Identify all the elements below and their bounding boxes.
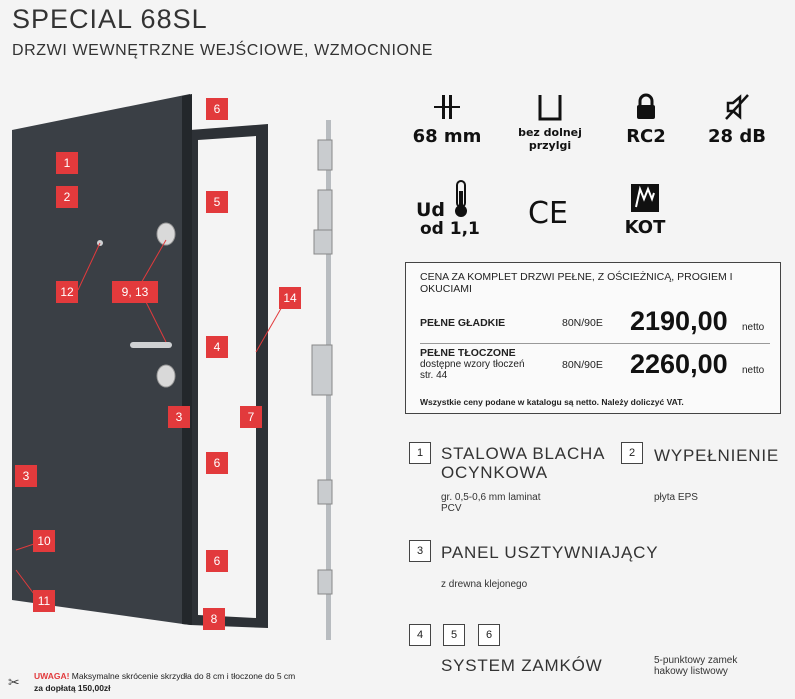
warning-text: Maksymalne skrócenie skrzydła do 8 cm i … bbox=[71, 671, 296, 681]
scissors-icon: ✂ bbox=[8, 674, 20, 690]
price-row-code: 80N/90E bbox=[562, 359, 603, 371]
feature-desc-4: 5-punktowy zamek hakowy listwowy bbox=[654, 655, 738, 677]
marker-2: 2 bbox=[56, 186, 78, 208]
spec-resistance: RC2 bbox=[614, 92, 678, 147]
marker-10: 10 bbox=[33, 530, 55, 552]
feature-desc-2: płyta EPS bbox=[654, 492, 698, 503]
price-row-note: dostępne wzory tłoczeń str. 44 bbox=[420, 359, 525, 381]
marker-6-top: 6 bbox=[206, 98, 228, 120]
price-row-price: 2260,00 bbox=[630, 349, 728, 379]
marker-6-mid: 6 bbox=[206, 452, 228, 474]
threshold-icon bbox=[538, 95, 562, 121]
feature-number-6: 6 bbox=[478, 624, 500, 646]
feature-title-3: PANEL USZTYWNIAJĄCY bbox=[441, 543, 659, 562]
marker-9-13: 9, 13 bbox=[112, 281, 158, 303]
ce-mark: CE bbox=[528, 196, 568, 231]
kot-logo-icon bbox=[631, 184, 659, 212]
feature-title-2: WYPEŁNIENIE bbox=[654, 446, 779, 465]
feature-number-3: 3 bbox=[409, 540, 431, 562]
padlock-icon bbox=[637, 93, 655, 119]
spec-acoustic: 28 dB bbox=[700, 92, 774, 147]
resistance-value: RC2 bbox=[626, 126, 666, 147]
warning-text-2: za dopłatą 150,00zł bbox=[34, 683, 111, 693]
marker-5: 5 bbox=[206, 191, 228, 213]
marker-7: 7 bbox=[240, 406, 262, 428]
feature-number-4: 4 bbox=[409, 624, 431, 646]
marker-11: 11 bbox=[33, 590, 55, 612]
warning-label: UWAGA! bbox=[34, 671, 70, 681]
marker-14: 14 bbox=[279, 287, 301, 309]
price-row-code: 80N/90E bbox=[562, 317, 603, 329]
ud-value: od 1,1 bbox=[420, 219, 480, 239]
marker-3: 3 bbox=[168, 406, 190, 428]
mute-icon bbox=[725, 94, 749, 120]
price-row-embossed: PEŁNE TŁOCZONE dostępne wzory tłoczeń st… bbox=[420, 347, 770, 387]
spec-threshold: bez dolnej przylgi bbox=[510, 92, 590, 152]
page-title: SPECIAL 68SL bbox=[12, 4, 208, 34]
price-box: CENA ZA KOMPLET DRZWI PEŁNE, Z OŚCIEŻNIC… bbox=[405, 262, 781, 414]
price-row-smooth: PEŁNE GŁADKIE 80N/90E 2190,00 netto bbox=[420, 306, 770, 339]
spec-ce: CE bbox=[520, 196, 576, 231]
feature-title-1: STALOWA BLACHA OCYNKOWA bbox=[441, 444, 605, 482]
marker-4: 4 bbox=[206, 336, 228, 358]
price-footnote: Wszystkie ceny podane w katalogu są nett… bbox=[420, 397, 684, 407]
thickness-icon bbox=[434, 95, 460, 119]
marker-3-left: 3 bbox=[15, 465, 37, 487]
threshold-value: bez dolnej przylgi bbox=[518, 126, 582, 152]
price-heading: CENA ZA KOMPLET DRZWI PEŁNE, Z OŚCIEŻNIC… bbox=[420, 271, 733, 295]
page-subtitle: DRZWI WEWNĘTRZNE WEJŚCIOWE, WZMOCNIONE bbox=[12, 42, 433, 59]
price-row-unit: netto bbox=[742, 365, 765, 376]
marker-1: 1 bbox=[56, 152, 78, 174]
price-row-unit: netto bbox=[742, 322, 765, 333]
thermometer-icon bbox=[455, 180, 467, 217]
feature-desc-1: gr. 0,5-0,6 mm laminat PCV bbox=[441, 492, 541, 514]
feature-title-4: SYSTEM ZAMKÓW bbox=[441, 656, 603, 675]
kot-label: KOT bbox=[624, 217, 666, 238]
price-row-name: PEŁNE GŁADKIE bbox=[420, 317, 506, 329]
price-row-price: 2190,00 bbox=[630, 306, 728, 336]
thickness-value: 68 mm bbox=[412, 126, 482, 147]
marker-8: 8 bbox=[203, 608, 225, 630]
spec-kot: KOT bbox=[620, 183, 670, 238]
acoustic-value: 28 dB bbox=[708, 126, 766, 147]
price-row-name: PEŁNE TŁOCZONE bbox=[420, 347, 516, 359]
spec-ud: Ud od 1,1 bbox=[412, 180, 482, 241]
feature-desc-3: z drewna klejonego bbox=[441, 579, 528, 590]
feature-number-5: 5 bbox=[443, 624, 465, 646]
feature-number-2: 2 bbox=[621, 442, 643, 464]
ud-label: Ud bbox=[416, 199, 446, 221]
feature-number-1: 1 bbox=[409, 442, 431, 464]
marker-6-bottom: 6 bbox=[206, 550, 228, 572]
door-illustration bbox=[12, 94, 333, 640]
spec-thickness: 68 mm bbox=[404, 92, 490, 147]
warning-note: UWAGA! Maksymalne skrócenie skrzydła do … bbox=[34, 670, 344, 694]
marker-12: 12 bbox=[56, 281, 78, 303]
price-divider bbox=[420, 343, 770, 344]
